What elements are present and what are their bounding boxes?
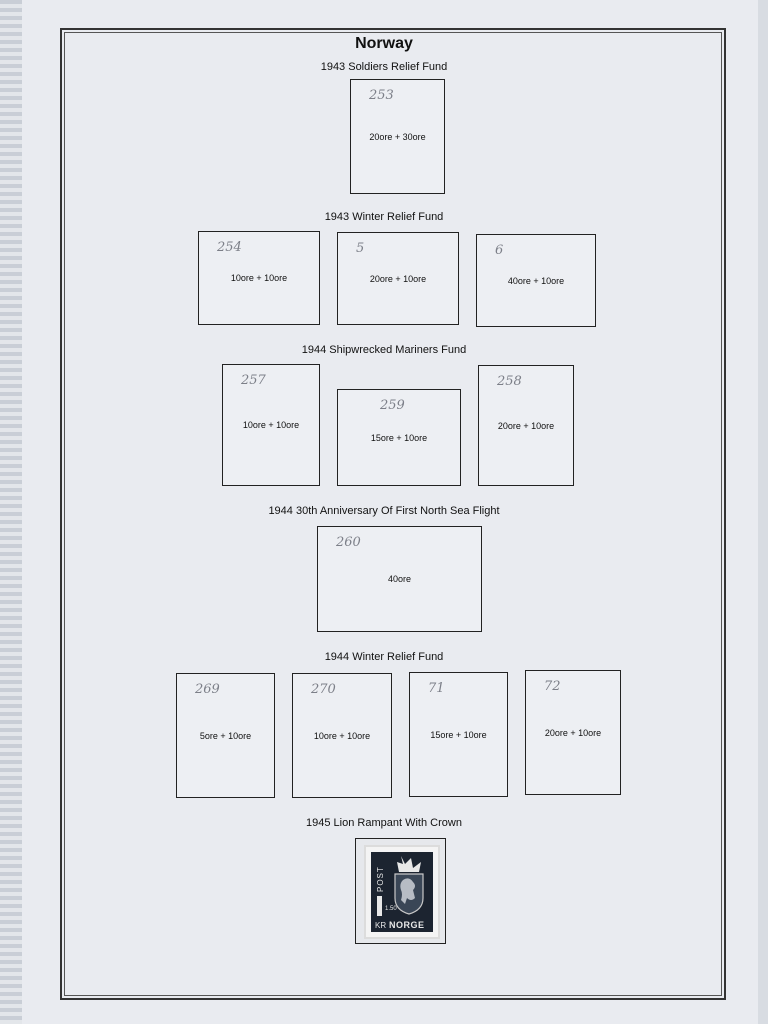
- set-title-1943-soldiers: 1943 Soldiers Relief Fund: [320, 61, 448, 73]
- stamp-space: 259 15ore + 10ore: [337, 389, 461, 486]
- stamp-denomination: 10ore + 10ore: [230, 273, 288, 283]
- stamp-denomination: 15ore + 10ore: [370, 432, 428, 443]
- page-border: [60, 28, 726, 1000]
- stamp-space: 257 10ore + 10ore: [222, 364, 320, 486]
- handwritten-note: 72: [544, 679, 561, 694]
- stamp-space: 72 20ore + 10ore: [525, 670, 621, 795]
- stamp-space: 269 5ore + 10ore: [176, 673, 275, 798]
- set-title-1944-north-sea-flight: 1944 30th Anniversary Of First North Sea…: [268, 505, 500, 517]
- stamp-denomination: 10ore + 10ore: [313, 730, 371, 741]
- stamp-space: 5 20ore + 10ore: [337, 232, 459, 325]
- handwritten-note: 259: [380, 398, 405, 413]
- handwritten-note: 254: [217, 240, 242, 255]
- handwritten-note: 71: [428, 681, 445, 696]
- set-title-1944-shipwrecked: 1944 Shipwrecked Mariners Fund: [301, 344, 467, 356]
- stamp-denomination: 20ore + 10ore: [369, 273, 427, 284]
- page-title: Norway: [355, 35, 413, 52]
- stamp-space: 6 40ore + 10ore: [476, 234, 596, 327]
- stamp-space: 254 10ore + 10ore: [198, 231, 320, 325]
- handwritten-note: 257: [241, 373, 266, 388]
- stamp-denomination: 5ore + 10ore: [199, 730, 252, 741]
- stamp-denomination: 20ore + 10ore: [497, 420, 555, 431]
- handwritten-note: 6: [495, 243, 504, 258]
- stamp-space: 270 10ore + 10ore: [292, 673, 392, 798]
- handwritten-note: 258: [497, 374, 522, 389]
- stamp-denomination: 40ore + 10ore: [507, 275, 565, 286]
- handwritten-note: 5: [356, 241, 365, 256]
- stamp-value: 1.50: [385, 906, 397, 912]
- set-title-1945-lion: 1945 Lion Rampant With Crown: [306, 817, 462, 829]
- stamp-denomination: 20ore + 30ore: [369, 131, 426, 142]
- stamp-space: 260 40ore: [317, 526, 482, 632]
- stamp-denomination: 10ore + 10ore: [242, 420, 300, 430]
- stamp-denomination: 40ore: [387, 574, 412, 584]
- page-border-inner: [64, 32, 722, 996]
- stamp-side-text: POST: [376, 866, 385, 892]
- lion-crown-icon: 1.50 POST KR NORGE: [375, 856, 425, 930]
- stamp-country: NORGE: [389, 920, 425, 930]
- handwritten-note: 270: [311, 682, 336, 697]
- stamp-denomination: 15ore + 10ore: [430, 729, 487, 740]
- stamp-mount: 1.50 POST KR NORGE: [355, 838, 446, 944]
- handwritten-note: 253: [369, 88, 394, 103]
- handwritten-note: 269: [195, 682, 220, 697]
- handwritten-note: 260: [336, 535, 361, 550]
- set-title-1944-winter: 1944 Winter Relief Fund: [324, 651, 444, 663]
- stamp-space: 71 15ore + 10ore: [409, 672, 508, 797]
- stamp-unit: KR: [375, 921, 386, 930]
- stamp-lion-rampant: 1.50 POST KR NORGE: [366, 847, 438, 937]
- stamp-design: 1.50 POST KR NORGE: [371, 852, 433, 932]
- stamp-space: 253 20ore + 30ore: [350, 79, 445, 194]
- stamp-space: 258 20ore + 10ore: [478, 365, 574, 486]
- set-title-1943-winter: 1943 Winter Relief Fund: [324, 211, 444, 223]
- stamp-denomination: 20ore + 10ore: [544, 727, 602, 738]
- album-sleeve-edge: [0, 0, 26, 1024]
